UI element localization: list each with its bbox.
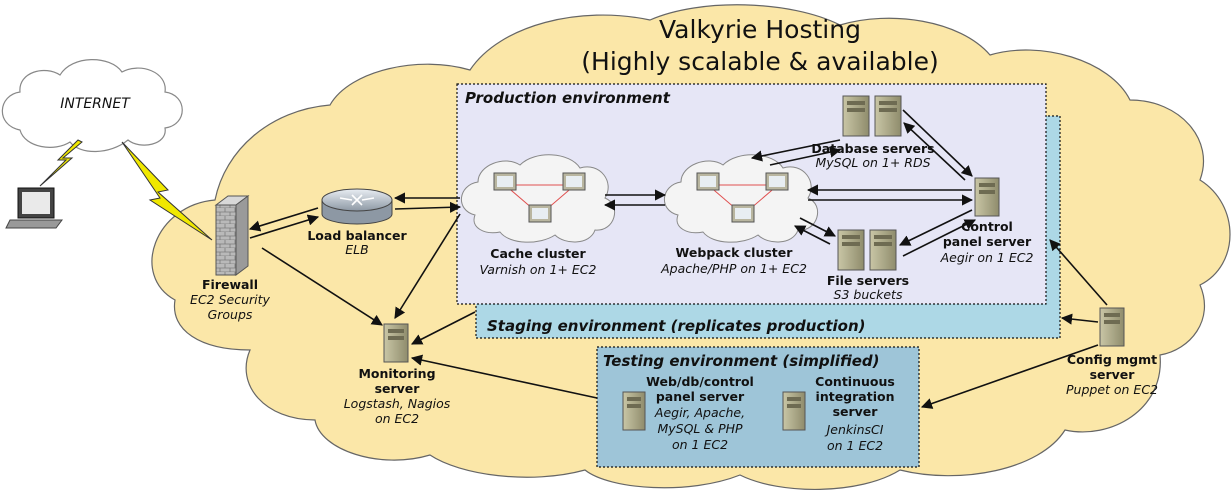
file-servers-icon — [837, 229, 897, 271]
webpack-cluster-icon — [663, 154, 818, 243]
title-line1: Valkyrie Hosting — [659, 15, 861, 44]
firewall-name: Firewall — [202, 277, 258, 292]
internet-label: INTERNET — [60, 96, 131, 112]
test-server-detail-2: MySQL & PHP — [657, 421, 743, 436]
ci-server-detail-1: JenkinsCI — [824, 422, 884, 437]
wireless-link-icon — [39, 139, 83, 187]
arrow-webpack-to-db — [769, 146, 842, 166]
load-balancer-icon — [321, 188, 393, 225]
control-panel-name-2: panel server — [943, 234, 1032, 249]
monitoring-name-2: server — [375, 381, 421, 396]
firewall-detail-2: Groups — [208, 307, 253, 322]
config-mgmt-server-icon — [1099, 307, 1125, 347]
testing-environment-box — [596, 346, 920, 468]
monitoring-detail-2: on EC2 — [375, 411, 419, 426]
test-server-detail-3: on 1 EC2 — [672, 437, 728, 452]
ci-server-name-3: server — [833, 404, 879, 419]
title-line2: (Highly scalable & available) — [581, 47, 938, 76]
ci-server-icon — [782, 391, 806, 431]
control-panel-server-icon — [974, 177, 1000, 217]
monitoring-server-icon — [383, 323, 409, 363]
monitoring-name-1: Monitoring — [358, 366, 435, 381]
ci-server-detail-2: on 1 EC2 — [827, 438, 883, 453]
laptop-icon — [5, 187, 63, 229]
test-server-icon — [622, 391, 646, 431]
arrow-firewall-to-monitoring — [261, 247, 383, 326]
arrow-config-to-testing — [920, 344, 1099, 409]
arrow-control-to-files — [898, 209, 973, 246]
control-panel-name-1: Control — [961, 219, 1013, 234]
cache-cluster-detail: Varnish on 1+ EC2 — [480, 262, 597, 277]
cache-cluster-name: Cache cluster — [490, 246, 586, 261]
ci-server-name-2: integration — [816, 389, 895, 404]
test-server-name-2: panel server — [656, 389, 745, 404]
database-servers-name: Database servers — [811, 141, 934, 156]
control-panel-detail: Aegir on 1 EC2 — [940, 250, 1034, 265]
arrow-files-to-control — [902, 219, 977, 257]
testing-environment-label: Testing environment (simplified) — [603, 352, 880, 370]
arrow-firewall-to-lb — [249, 214, 320, 239]
arrow-webpack-to-files — [799, 217, 836, 237]
file-servers-name: File servers — [827, 273, 909, 288]
load-balancer-name: Load balancer — [307, 228, 407, 243]
firewall-icon — [214, 195, 250, 276]
database-servers-icon — [842, 95, 902, 137]
load-balancer-detail: ELB — [345, 242, 368, 257]
database-servers-detail: MySQL on 1+ RDS — [815, 155, 930, 170]
internet-link-icon — [121, 141, 213, 241]
arrow-lb-to-firewall — [248, 207, 319, 232]
connection-arrows — [248, 109, 1108, 409]
monitoring-detail-1: Logstash, Nagios — [344, 396, 451, 411]
arrow-config-to-staging — [1060, 313, 1099, 325]
arrow-lb-to-cache — [394, 201, 462, 213]
firewall-detail-1: EC2 Security — [190, 292, 270, 307]
test-server-name-1: Web/db/control — [646, 374, 754, 389]
config-mgmt-name-2: server — [1090, 367, 1136, 382]
internet-cloud — [1, 59, 183, 153]
cache-cluster-icon — [460, 154, 615, 243]
arrow-files-to-webpack — [794, 225, 831, 245]
arrow-staging-to-monitoring — [411, 311, 476, 345]
config-mgmt-detail: Puppet on EC2 — [1066, 382, 1158, 397]
production-environment-label: Production environment — [465, 89, 671, 107]
arrow-db-to-control — [902, 109, 973, 177]
test-server-detail-1: Aegir, Apache, — [654, 405, 745, 420]
staging-environment-label: Staging environment (replicates producti… — [487, 317, 866, 335]
arrow-control-to-db — [903, 122, 966, 181]
arrow-config-to-control — [1049, 239, 1108, 306]
ci-server-name-1: Continuous — [815, 374, 895, 389]
file-servers-detail: S3 buckets — [834, 287, 903, 302]
arrow-testing-to-monitoring — [410, 354, 598, 399]
webpack-cluster-detail: Apache/PHP on 1+ EC2 — [660, 261, 807, 276]
arrow-cache-to-monitoring — [394, 213, 461, 319]
arrow-db-to-webpack — [750, 139, 841, 162]
config-mgmt-name-1: Config mgmt — [1067, 352, 1157, 367]
webpack-cluster-name: Webpack cluster — [676, 245, 794, 260]
